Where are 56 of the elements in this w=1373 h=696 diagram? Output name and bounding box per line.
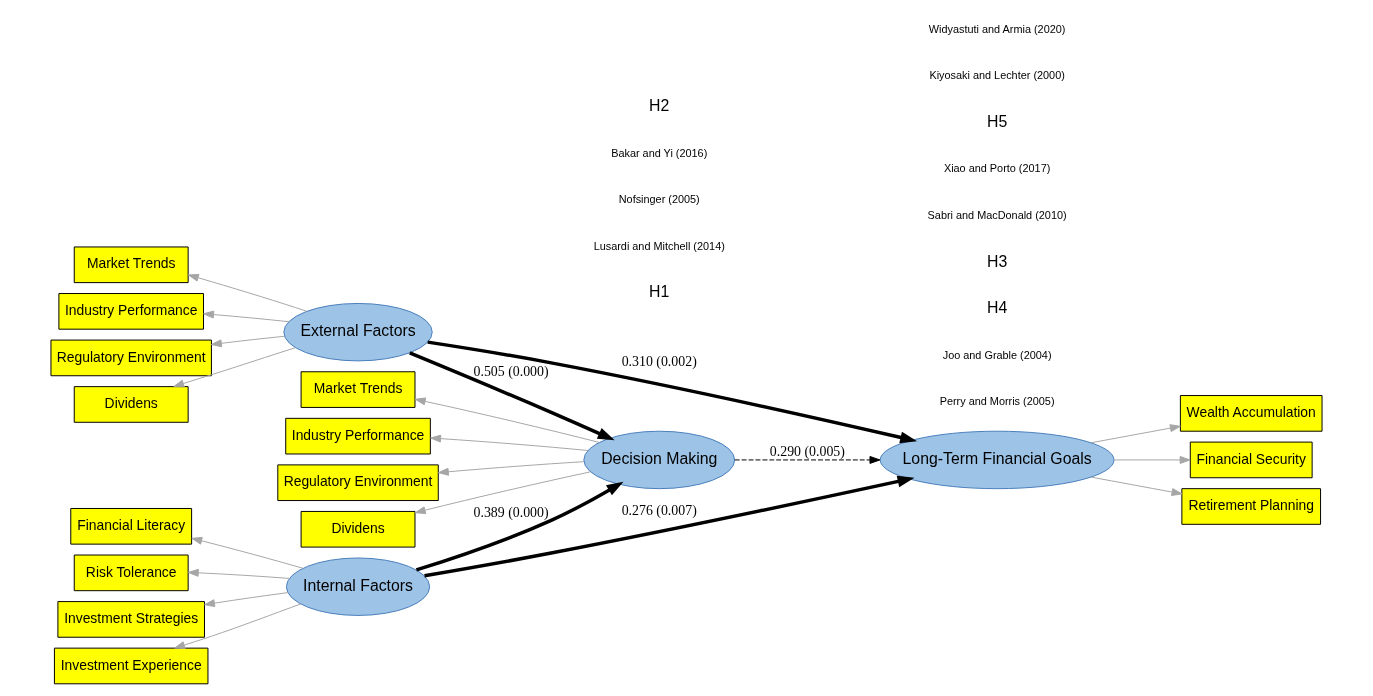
label: H3 — [987, 252, 1008, 270]
node-box: Regulatory Environment — [50, 339, 212, 377]
edge-label: 0.276 (0.007) — [621, 502, 697, 518]
edge-label: 0.290 (0.005) — [769, 444, 845, 460]
arrow — [424, 475, 915, 578]
arrow — [188, 273, 308, 312]
node-box: Investment Experience — [53, 647, 209, 685]
arrow — [191, 536, 304, 569]
arrow — [414, 471, 591, 515]
edge-label: 0.505 (0.000) — [473, 363, 549, 379]
node-box: Market Trends — [73, 246, 189, 284]
node-box: Dividens — [73, 386, 189, 423]
label: Nofsinger (2005) — [618, 193, 700, 206]
node-ellipse: External Factors — [283, 302, 433, 362]
label: Widyastuti and Armia (2020) — [928, 22, 1066, 35]
arrow — [1113, 455, 1191, 464]
label: H2 — [649, 97, 670, 115]
arrow — [187, 568, 291, 579]
arrow — [210, 335, 285, 348]
node-box: Market Trends — [300, 371, 416, 408]
label: Joo and Grable (2004) — [942, 348, 1052, 361]
label: Kiyosaki and Lechter (2000) — [929, 69, 1065, 82]
label: Lusardi and Mitchell (2014) — [593, 239, 725, 252]
arrow — [204, 592, 289, 608]
arrow — [437, 461, 585, 476]
arrow — [414, 397, 600, 443]
label: Bakar and Yi (2016) — [611, 146, 708, 159]
node-box: Dividens — [300, 510, 416, 548]
node-box: Industry Performance — [285, 417, 431, 455]
arrow — [1090, 424, 1181, 444]
node-box: Retirement Planning — [1181, 488, 1322, 525]
arrow — [427, 340, 918, 444]
arrow — [203, 310, 290, 323]
label: Xiao and Porto (2017) — [943, 162, 1051, 175]
node-box: Financial Security — [1189, 441, 1313, 479]
arrow — [430, 434, 589, 451]
node-box: Financial Literacy — [70, 507, 193, 545]
node-box: Wealth Accumulation — [1179, 395, 1323, 432]
label: H5 — [987, 112, 1008, 130]
arrow — [734, 455, 881, 464]
node-box: Risk Tolerance — [73, 554, 189, 592]
label: Sabri and MacDonald (2010) — [927, 209, 1067, 222]
label: Perry and Morris (2005) — [939, 395, 1055, 408]
node-ellipse: Internal Factors — [285, 557, 431, 616]
arrow — [415, 481, 624, 572]
label: H4 — [987, 299, 1008, 317]
node-box: Industry Performance — [58, 293, 204, 330]
arrow — [174, 603, 302, 649]
node-box: Regulatory Environment — [277, 464, 439, 502]
edge-label: 0.310 (0.002) — [621, 354, 697, 370]
label: H1 — [649, 283, 670, 301]
arrow — [173, 347, 296, 388]
arrow — [1090, 476, 1183, 496]
arrow — [409, 351, 615, 441]
edge-label: 0.389 (0.000) — [473, 504, 549, 520]
node-box: Investment Strategies — [57, 601, 205, 638]
